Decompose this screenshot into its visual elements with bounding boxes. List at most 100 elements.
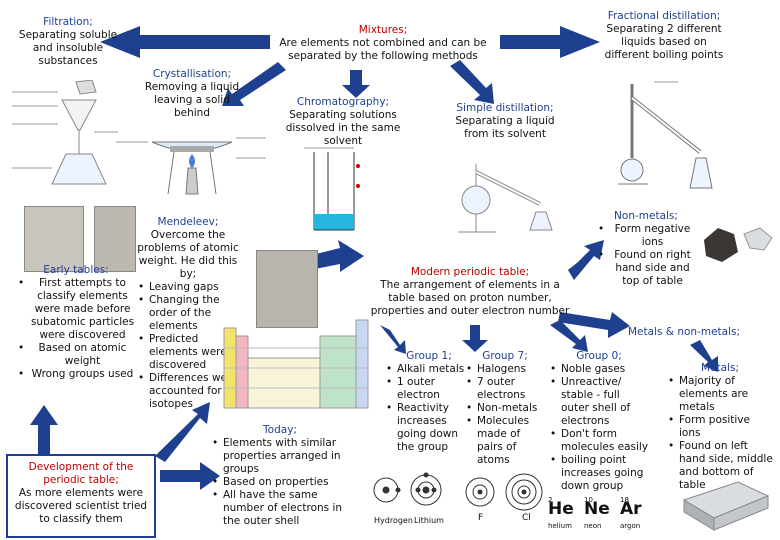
arrow-to-nonmetals	[568, 240, 604, 280]
chromatography-illustration	[304, 147, 360, 231]
nonmetals-title: Non-metals;	[614, 210, 678, 222]
metals-title: Metals;	[701, 362, 739, 374]
lithium-atom	[410, 472, 442, 506]
arrow-dev-mendeleev	[155, 402, 210, 462]
modern-body: The arrangement of elements in a table b…	[370, 279, 570, 317]
nonmetals-bullet-2: Found on right hand side and top of tabl…	[598, 249, 696, 288]
chlorine-label: Cl	[522, 513, 531, 523]
noble-tile-helium: 2 He helium	[548, 496, 574, 530]
group0-bullet-3: Don't form molecules easily	[550, 428, 650, 454]
arrow-to-group0	[550, 320, 588, 352]
mendeleev-bullet-3: Predicted elements were discovered	[138, 333, 240, 372]
crystallisation-body: Removing a liquid leaving a solid behind	[144, 81, 240, 119]
crystallisation-illustration	[116, 137, 266, 195]
today-title: Today;	[263, 424, 297, 436]
group1-panel: Group 1; Alkali metals 1 outer electron …	[384, 350, 474, 454]
periodic-table-illustration	[223, 319, 369, 409]
arrow-to-group7	[462, 325, 488, 352]
group7-title: Group 7;	[482, 350, 528, 362]
arrow-up-early	[30, 405, 58, 455]
early-tables-panel: Early tables: First attempts to classify…	[16, 264, 136, 381]
group7-bullet-3: Non-metals	[466, 402, 546, 415]
hydrogen-atom	[373, 477, 401, 503]
simple-distillation-title: Simple distillation;	[456, 102, 554, 114]
crystallisation-panel: Crystallisation; Removing a liquid leavi…	[142, 68, 242, 120]
nonmetals-bullet-1: Form negative ions	[598, 223, 696, 249]
mixtures-body: Are elements not combined and can be sep…	[279, 37, 487, 62]
today-bullet-2: Based on properties	[212, 476, 350, 489]
group7-bullet-2: 7 outer electrons	[466, 376, 546, 402]
arrow-to-simple-distillation	[450, 60, 494, 104]
arrow-to-crystallisation	[222, 62, 286, 106]
group7-panel: Group 7; Halogens 7 outer electrons Non-…	[464, 350, 546, 467]
filtration-illustration	[12, 80, 118, 185]
metals-panel: Metals; Majority of elements are metals …	[666, 362, 774, 492]
group7-bullet-4: Molecules made of pairs of atoms	[466, 415, 546, 467]
mixtures-panel: Mixtures; Are elements not combined and …	[268, 24, 498, 63]
group0-bullet-4: boiling point increases going down group	[550, 454, 650, 493]
group1-bullet-3: Reactivity increases going down the grou…	[386, 402, 474, 454]
filtration-panel: Filtration; Separating soluble and insol…	[18, 16, 118, 68]
metal-bar-illustration	[682, 481, 770, 531]
fractional-distillation-panel: Fractional distillation; Separating 2 di…	[598, 10, 730, 62]
modern-title: Modern periodic table;	[410, 266, 530, 278]
mendeleev-title: Mendeleev;	[157, 216, 219, 228]
group1-bullet-1: Alkali metals	[386, 363, 474, 376]
metals-bullet-2: Form positive ions	[668, 414, 774, 440]
crystallisation-title: Crystallisation;	[152, 68, 232, 80]
today-panel: Today; Elements with similar properties …	[210, 424, 350, 528]
today-bullet-3: All have the same number of electrons in…	[212, 489, 350, 528]
group0-panel: Group 0; Noble gases Unreactive/ stable …	[548, 350, 650, 493]
arrow-to-chromatography	[342, 70, 370, 98]
arrow-to-fractional	[500, 26, 600, 58]
today-bullet-1: Elements with similar properties arrange…	[212, 437, 350, 476]
arrow-to-metals-nonmetals	[558, 312, 630, 338]
early-tables-bullet-1: First attempts to classify elements were…	[18, 277, 136, 342]
arrow-to-filtration	[100, 26, 270, 58]
mendeleev-portrait	[256, 250, 318, 328]
mendeleev-bullet-4: Differences were accounted for by isotop…	[138, 372, 240, 411]
filtration-title: Filtration;	[43, 16, 93, 28]
metals-nonmetals-title: Metals & non-metals;	[628, 326, 741, 338]
chlorine-atom	[505, 473, 543, 511]
simple-distillation-body: Separating a liquid from its solvent	[455, 115, 555, 140]
noble-tile-argon: 18 Ar argon	[620, 496, 642, 530]
early-tables-bullet-2: Based on atomic weight	[18, 342, 136, 368]
mendeleev-bullet-1: Leaving gaps	[138, 281, 240, 294]
fractional-distillation-illustration	[618, 81, 713, 189]
group1-atoms	[373, 472, 442, 506]
noble-tile-neon: 10 Ne neon	[584, 496, 610, 530]
simple-distillation-panel: Simple distillation; Separating a liquid…	[445, 102, 565, 141]
group0-title: Group 0;	[576, 350, 622, 362]
nonmetal-samples-illustration	[704, 227, 773, 262]
chromatography-title: Chromatography;	[296, 96, 390, 108]
nonmetals-panel: Non-metals; Form negative ions Found on …	[596, 210, 696, 288]
modern-panel: Modern periodic table; The arrangement o…	[370, 266, 570, 318]
fluorine-label: F	[478, 513, 484, 523]
development-body: As more elements were discovered scienti…	[14, 487, 148, 525]
filtration-body: Separating soluble and insoluble substan…	[18, 29, 118, 67]
early-chemist-portrait	[24, 206, 84, 272]
group1-title: Group 1;	[406, 350, 452, 362]
chromatography-body: Separating solutions dissolved in the sa…	[285, 109, 401, 147]
mixtures-title: Mixtures;	[358, 24, 408, 36]
arrow-to-metals	[690, 340, 718, 372]
hydrogen-label: Hydrogen	[374, 516, 413, 525]
fluorine-atom	[465, 477, 495, 507]
fractional-distillation-title: Fractional distillation;	[607, 10, 721, 22]
group1-bullet-2: 1 outer electron	[386, 376, 474, 402]
fractional-distillation-body: Separating 2 different liquids based on …	[604, 23, 724, 61]
lithium-label: Lithium	[414, 516, 444, 525]
mendeleev-bullet-2: Changing the order of the elements	[138, 294, 240, 333]
arrow-to-today	[160, 462, 220, 490]
mendeleev-panel: Mendeleev; Overcome the problems of atom…	[136, 216, 240, 411]
group7-atoms	[465, 473, 543, 511]
metals-bullet-3: Found on left hand side, middle and bott…	[668, 440, 774, 492]
simple-distillation-illustration	[458, 164, 553, 233]
early-tables-bullet-3: Wrong groups used	[18, 368, 136, 381]
early-tables-title: Early tables:	[43, 264, 109, 276]
development-box: Development of the periodic table; As mo…	[6, 454, 156, 538]
group0-bullet-2: Unreactive/ stable - full outer shell of…	[550, 376, 650, 428]
development-title: Development of the periodic table;	[28, 461, 134, 486]
metals-bullet-1: Majority of elements are metals	[668, 375, 774, 414]
